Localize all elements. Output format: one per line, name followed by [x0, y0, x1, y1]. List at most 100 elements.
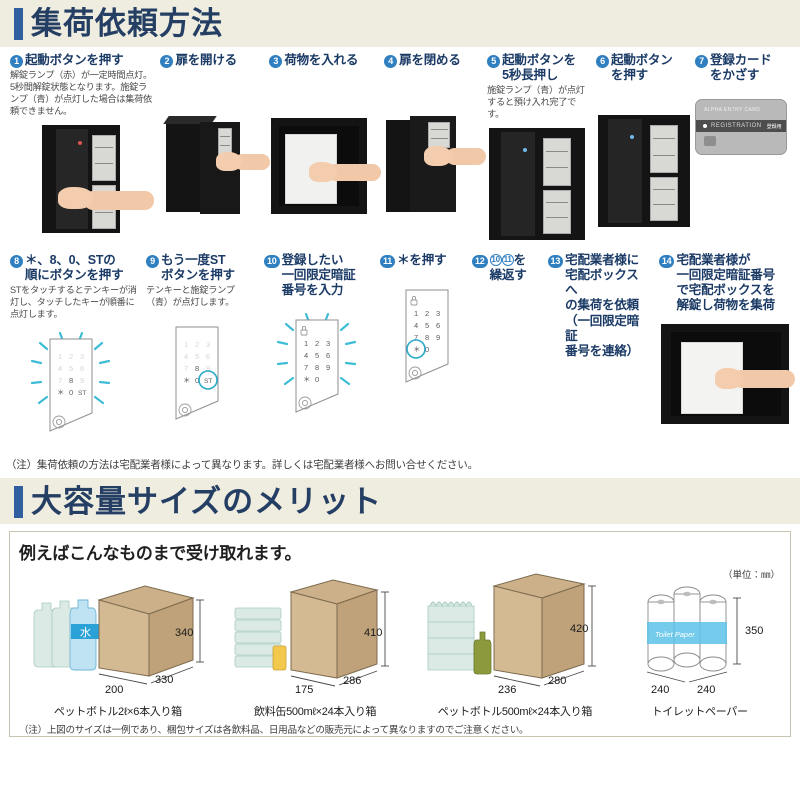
- carton-front: [290, 591, 338, 679]
- key-3: 3: [326, 339, 330, 348]
- step-8-sub: STをタッチするとテンキーが消灯し、タッチしたキーが順番に点灯します。: [10, 285, 137, 319]
- step-4: 4 扉を閉める: [380, 53, 487, 262]
- section1-title-row: 集荷依頼方法: [14, 6, 800, 41]
- step-9-badge: 9: [146, 254, 159, 268]
- card-strip-jp: 登録用: [766, 123, 782, 130]
- roll-core: [682, 591, 691, 597]
- section1-header-band: 集荷依頼方法: [0, 0, 800, 47]
- arm: [446, 147, 487, 165]
- item-1-height: 340: [175, 627, 193, 639]
- status-led: [630, 135, 635, 140]
- step-12-text: を 繰返す: [489, 252, 527, 282]
- ghost-can-trays: [234, 607, 282, 668]
- item-1-illustration: 水 340 200 330: [33, 585, 205, 696]
- items-row: 水 340 200 330: [10, 569, 790, 719]
- item-2-illustration: 410 175 286: [234, 579, 390, 696]
- card-brand-label: ALPHA ENTRY CARD: [704, 107, 761, 114]
- step-2: 2 扉を開ける: [156, 52, 271, 262]
- reader-dot-icon: [181, 406, 189, 414]
- item-1: 水 340 200 330: [25, 564, 210, 719]
- lock-icon: [300, 326, 308, 336]
- key-4: 4: [304, 351, 308, 360]
- step-2-badge: 2: [160, 54, 174, 68]
- accent-bar-icon-2: [14, 485, 23, 518]
- carton-side: [148, 597, 194, 677]
- step-10-head: 10 登録したい 一回限定暗証 番号を入力: [264, 253, 372, 299]
- status-led: [523, 147, 528, 152]
- item-2-width: 175: [295, 684, 313, 694]
- key-0: 0: [195, 376, 199, 385]
- step-9-head: 9 もう一度ST ボタンを押す: [146, 253, 256, 284]
- width-dim-line: [291, 675, 336, 687]
- steps-container-2: 8 ＊、8、0、STの 順にボタンを押す STをタッチするとテンキーが消灯し、タ…: [0, 250, 800, 453]
- step-13-badge: 13: [547, 254, 564, 268]
- door-plate: [428, 121, 451, 148]
- card-strip-en: REGISTRATION: [711, 123, 762, 130]
- item-2-height: 410: [364, 627, 382, 639]
- key-star: ＊: [303, 375, 311, 384]
- instruction-plate: [543, 137, 572, 186]
- carton-front: [98, 599, 150, 677]
- step-11-head: 11 ＊を押す: [380, 253, 464, 268]
- key-6: 6: [80, 364, 84, 373]
- section1-note: （注）集荷依頼の方法は宅配業者様によって異なります。詳しくは宅配業者様へお問い合…: [6, 458, 478, 471]
- pack-label: Toilet Paper: [655, 630, 695, 639]
- key-6: 6: [206, 352, 210, 361]
- keypad-st-highlight: 1 2 3 4 5 6 7 8 9 ＊ 0 ST: [146, 315, 256, 433]
- key-4: 4: [414, 321, 418, 330]
- instruction-plate: [92, 134, 116, 181]
- photo-open-door: [160, 112, 271, 262]
- arm: [84, 190, 154, 210]
- water-bottle: 水: [69, 599, 100, 671]
- highlight-can: [272, 645, 287, 671]
- depth-dim-line: [338, 670, 378, 686]
- roll-core: [708, 599, 717, 605]
- width-dim-line: [99, 673, 148, 685]
- key-3: 3: [436, 309, 440, 318]
- reader-dot-icon: [55, 418, 63, 425]
- key-7: 7: [184, 364, 188, 373]
- step-9: 9 もう一度ST ボタンを押す テンキーと施錠ランプ（青）が点灯します。 1 2…: [142, 253, 260, 433]
- key-8: 8: [195, 364, 199, 373]
- reader-circle-icon: [408, 366, 422, 380]
- box-door: [501, 131, 536, 236]
- keypad-outline: [405, 289, 449, 383]
- arm: [234, 153, 271, 170]
- box-door: [56, 128, 88, 229]
- key-1: 1: [58, 352, 62, 361]
- key-4: 4: [58, 364, 62, 373]
- key-st: ST: [204, 378, 212, 385]
- arm: [327, 163, 382, 181]
- keypad-st-svg: 1 2 3 4 5 6 7 8 9 ＊ 0 ST: [175, 326, 219, 420]
- step-11: 11 ＊を押す 1 2 3 4 5 6: [376, 253, 468, 400]
- key-7: 7: [304, 363, 308, 372]
- step-2-title: 扉を開ける: [175, 52, 237, 67]
- carton-side: [541, 583, 585, 679]
- key-2: 2: [195, 340, 199, 349]
- step-14-head: 14 宅配業者様が 一回限定暗証番号 で宅配ボックスを 解錠し荷物を集荷: [658, 253, 790, 314]
- reader-circle-icon: [178, 403, 192, 417]
- step-10-badge: 10: [264, 254, 280, 268]
- item-3-height: 420: [570, 623, 588, 635]
- hand: [424, 145, 453, 166]
- item-4-width: 240: [651, 684, 669, 694]
- key-7: 7: [58, 376, 62, 385]
- item-2-depth: 286: [343, 675, 361, 687]
- step-8-title: ＊、8、0、STの 順にボタンを押す: [25, 252, 124, 282]
- step-ref-10: 10: [489, 254, 502, 267]
- step-5-head: 5 起動ボタンを 5秒長押し: [487, 53, 588, 84]
- item-1-width: 200: [105, 684, 123, 694]
- section1-title: 集荷依頼方法: [31, 6, 223, 41]
- key-5: 5: [195, 352, 199, 361]
- step-6-head: 6 起動ボタン を押す: [596, 53, 687, 84]
- step-5-sub: 施錠ランプ（青）が点灯すると預け入れ完了です。: [487, 85, 585, 119]
- step-5: 5 起動ボタンを 5秒長押し 施錠ランプ（青）が点灯すると預け入れ完了です。: [483, 53, 592, 244]
- photo-press-button: [10, 123, 154, 235]
- depth-dim-line: [543, 670, 585, 686]
- star-key-highlight-icon: [406, 338, 426, 359]
- item-4-depth: 240: [697, 684, 715, 694]
- key-9: 9: [206, 364, 210, 373]
- keypad-outline: [49, 338, 93, 432]
- hand: [309, 161, 338, 182]
